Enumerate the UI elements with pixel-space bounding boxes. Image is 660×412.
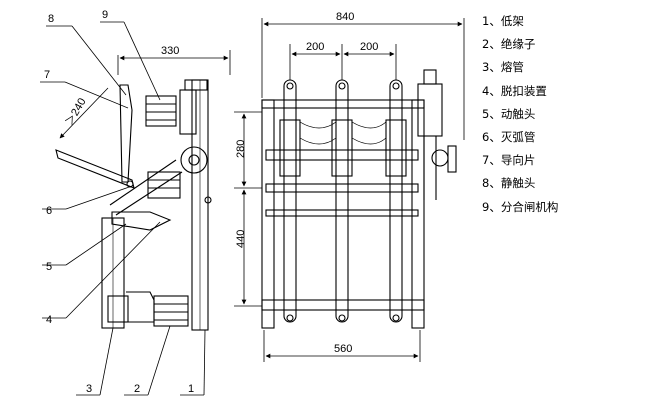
legend-item-3: 3、熔管 bbox=[482, 60, 524, 75]
callout-8: 8 bbox=[48, 13, 54, 25]
upper-insulator bbox=[145, 95, 177, 127]
dimension-240-lines bbox=[59, 87, 109, 139]
legend-item-1: 1、低架 bbox=[482, 14, 524, 28]
callout-leaders bbox=[40, 21, 206, 396]
callout-4: 4 bbox=[46, 314, 52, 326]
legend-item-5: 5、动触头 bbox=[482, 106, 536, 121]
legend-item-7: 7、导向片 bbox=[482, 153, 536, 168]
dimension-base-width: 560 bbox=[334, 343, 352, 355]
pole-right bbox=[385, 79, 407, 323]
front-frame bbox=[261, 99, 275, 329]
legend-item-2: 2、绝缘子 bbox=[482, 37, 536, 52]
dimension-330 bbox=[117, 50, 231, 75]
front-dimension-lines bbox=[234, 18, 465, 362]
legend-item-4: 4、脱扣装置 bbox=[482, 83, 547, 98]
mechanism-housing bbox=[417, 83, 443, 137]
front-view bbox=[261, 69, 457, 329]
callout-6: 6 bbox=[46, 205, 52, 217]
legend-item-6: 6、灭弧管 bbox=[482, 129, 536, 144]
side-view bbox=[55, 79, 212, 331]
dimension-height-lower: 440 bbox=[235, 230, 247, 248]
dimension-front-width: 840 bbox=[336, 11, 354, 23]
legend-item-8: 8、静触头 bbox=[482, 176, 536, 191]
callout-5: 5 bbox=[46, 261, 52, 273]
dimension-pole-spacing-left: 200 bbox=[306, 41, 324, 53]
pole-middle bbox=[331, 79, 353, 323]
callout-1: 1 bbox=[188, 383, 194, 395]
lower-insulator bbox=[153, 295, 189, 327]
callout-2: 2 bbox=[134, 383, 140, 395]
dimension-side-width: 330 bbox=[161, 45, 179, 57]
legend-item-9: 9、分合闸机构 bbox=[482, 199, 559, 214]
operating-wheel bbox=[180, 146, 208, 174]
dimension-height-upper: 280 bbox=[235, 140, 247, 158]
arc-tube bbox=[179, 89, 197, 135]
dimension-pole-spacing-right: 200 bbox=[360, 41, 378, 53]
callout-3: 3 bbox=[86, 383, 92, 395]
pole-left bbox=[279, 79, 301, 323]
parts-legend: 1、低架 2、绝缘子 3、熔管 4、脱扣装置 5、动触头 6、灭弧管 7、导向片… bbox=[482, 10, 652, 219]
callout-7: 7 bbox=[44, 69, 50, 81]
middle-insulator bbox=[147, 171, 181, 199]
callout-9: 9 bbox=[102, 9, 108, 21]
